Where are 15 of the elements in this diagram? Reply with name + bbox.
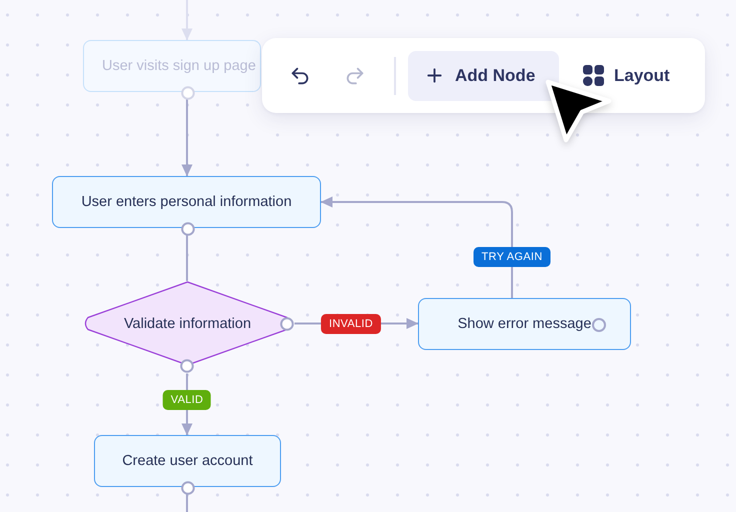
edge-label: INVALID	[320, 314, 382, 334]
connector-line	[186, 236, 188, 281]
arrow	[182, 100, 192, 176]
edge-label: VALID	[162, 390, 212, 410]
node-label: Validate information	[124, 316, 252, 332]
node-label: User enters personal information	[81, 194, 292, 210]
process-box	[418, 298, 631, 350]
connector-line	[186, 494, 188, 512]
node-label: Create user account	[122, 453, 253, 469]
arrow	[320, 196, 513, 298]
edge-label: TRY AGAIN	[474, 247, 550, 267]
add-node-button: Add Node	[408, 50, 559, 100]
node-label: User visits sign up page	[102, 58, 256, 74]
node-label: Show error message	[458, 316, 592, 332]
arrow	[182, 0, 192, 40]
